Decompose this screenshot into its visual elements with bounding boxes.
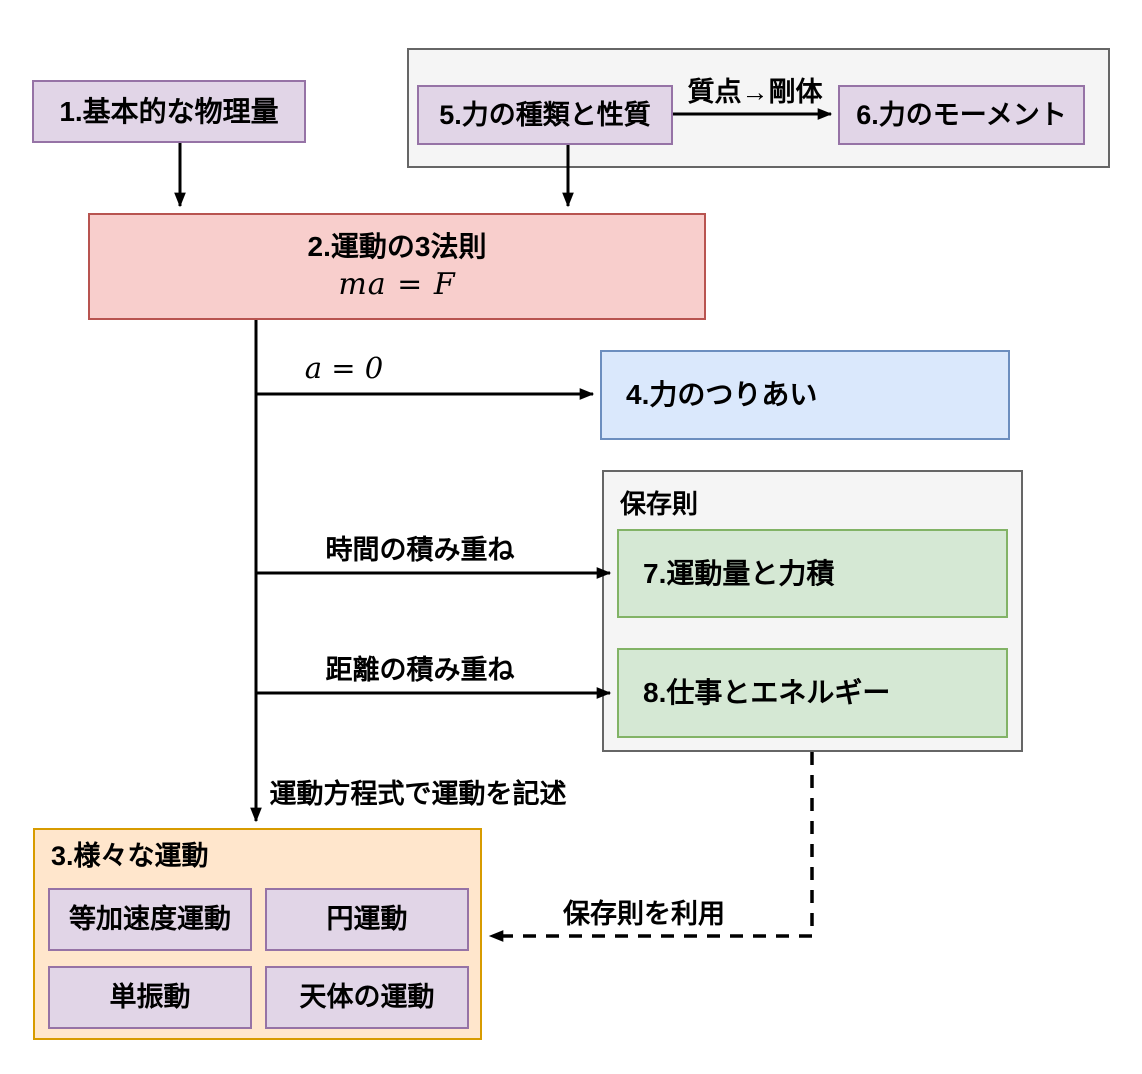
edge-label-a-equals-zero: a = 0 bbox=[304, 351, 384, 385]
edge-label-describe-motion: 運動方程式で運動を記述 bbox=[269, 779, 567, 809]
edge-label-distance-accumulation: 距離の積み重ね bbox=[325, 655, 515, 685]
edge-label-point-to-rigid: 質点→剛体 bbox=[687, 77, 823, 107]
node-various-motions-title: 3.様々な運動 bbox=[51, 841, 209, 871]
subnode-celestial-motion: 天体の運動 bbox=[265, 966, 469, 1029]
node-momentum-impulse-label: 7.運動量と力積 bbox=[643, 557, 835, 589]
node-force-balance: 4.力のつりあい bbox=[600, 350, 1010, 440]
node-laws-of-motion-title: 2.運動の3法則 bbox=[307, 231, 487, 263]
node-moment-of-force: 6.力のモーメント bbox=[838, 85, 1085, 145]
subnode-circular-motion-label: 円運動 bbox=[326, 904, 408, 935]
node-force-types: 5.力の種類と性質 bbox=[417, 85, 673, 145]
node-various-motions: 3.様々な運動 等加速度運動 円運動 単振動 天体の運動 bbox=[33, 828, 482, 1040]
node-work-energy-label: 8.仕事とエネルギー bbox=[643, 677, 891, 709]
subnode-celestial-motion-label: 天体の運動 bbox=[299, 982, 435, 1013]
conservation-group-title: 保存則 bbox=[620, 489, 699, 519]
subnode-uniform-acceleration: 等加速度運動 bbox=[48, 888, 252, 951]
node-work-energy: 8.仕事とエネルギー bbox=[617, 648, 1008, 738]
subnode-uniform-acceleration-label: 等加速度運動 bbox=[69, 904, 231, 935]
node-laws-of-motion-formula: ma = F bbox=[338, 266, 456, 302]
node-laws-of-motion: 2.運動の3法則 ma = F bbox=[88, 213, 706, 320]
node-momentum-impulse: 7.運動量と力積 bbox=[617, 529, 1008, 618]
node-force-types-label: 5.力の種類と性質 bbox=[439, 99, 651, 130]
subnode-simple-harmonic-label: 単振動 bbox=[109, 982, 191, 1013]
subnode-simple-harmonic: 単振動 bbox=[48, 966, 252, 1029]
edge-label-use-conservation: 保存則を利用 bbox=[563, 899, 725, 929]
node-force-balance-label: 4.力のつりあい bbox=[626, 379, 818, 411]
node-basic-quantities: 1.基本的な物理量 bbox=[32, 80, 306, 143]
node-basic-quantities-label: 1.基本的な物理量 bbox=[59, 95, 279, 127]
subnode-circular-motion: 円運動 bbox=[265, 888, 469, 951]
node-moment-of-force-label: 6.力のモーメント bbox=[856, 99, 1067, 130]
edge-label-time-accumulation: 時間の積み重ね bbox=[325, 535, 515, 565]
